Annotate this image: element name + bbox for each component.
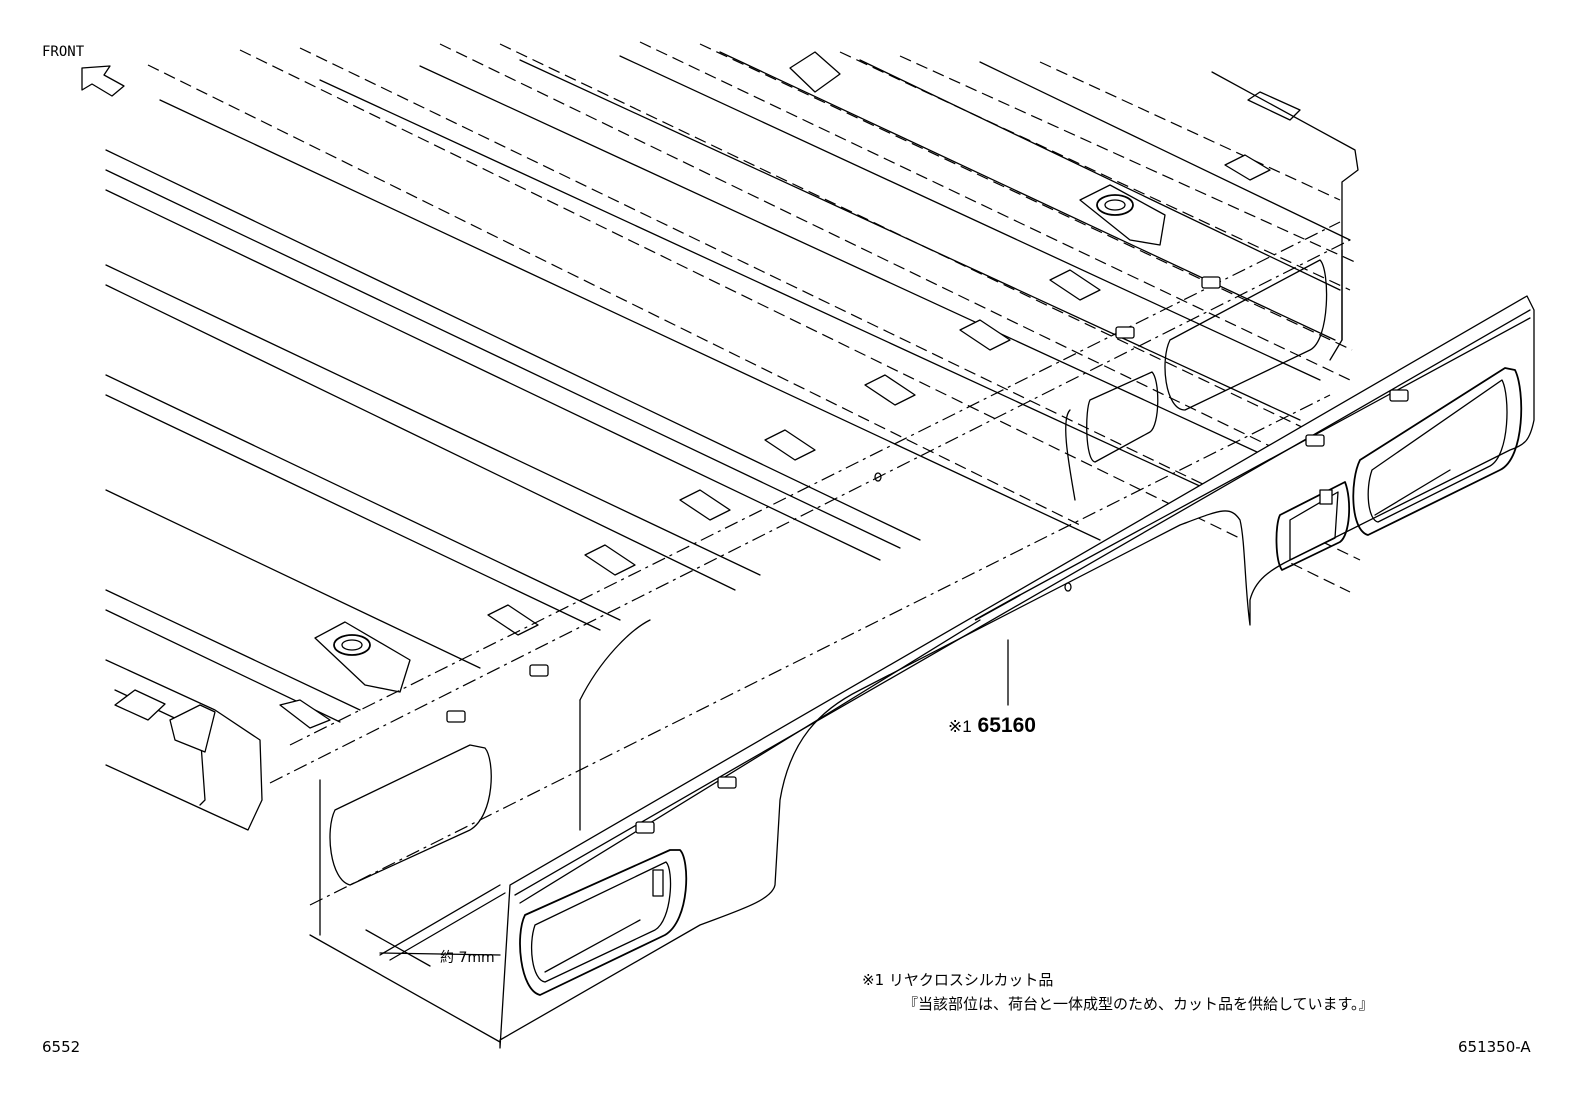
part-mark: ※1 <box>948 717 972 736</box>
front-label: FRONT <box>42 44 85 60</box>
part-reference[interactable]: ※1 65160 <box>948 715 1036 736</box>
dimension-leader <box>365 929 501 967</box>
truck-bed-floor <box>105 41 1361 936</box>
sill-handle-recess <box>1275 481 1350 571</box>
tie-down-pocket <box>314 621 411 693</box>
front-direction-arrow-icon <box>81 65 125 97</box>
dimension-label: 約 7mm <box>440 950 495 966</box>
note-line-2: 『当該部位は、荷台と一体成型のため、カット品を供給しています。』 <box>903 995 1374 1013</box>
tie-down-pocket <box>1079 184 1166 246</box>
sill-window-cutout <box>519 849 688 996</box>
illustration-code: 651350-A <box>1458 1038 1531 1056</box>
sill-window-cutout <box>1352 367 1523 536</box>
part-number: 65160 <box>977 714 1036 737</box>
rear-cross-sill-panel <box>499 295 1535 1049</box>
note-line-1: ※1 リヤクロスシルカット品 <box>862 971 1054 989</box>
figure-number: 6552 <box>42 1038 81 1056</box>
